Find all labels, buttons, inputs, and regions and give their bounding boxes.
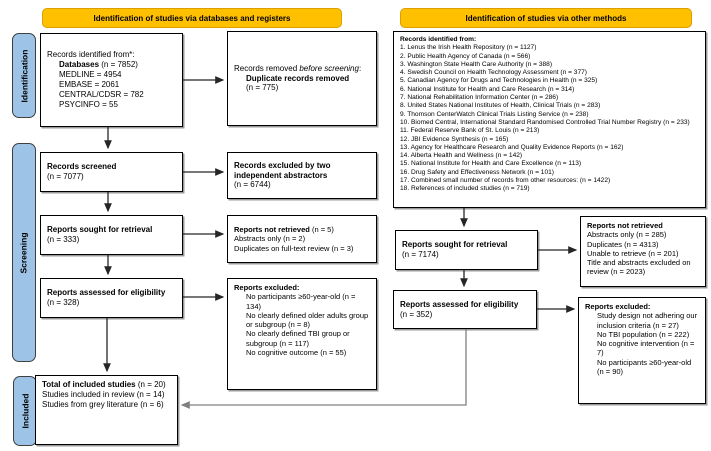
other-source-17: 17. Combined small number of records fro… [400, 177, 611, 185]
box-reports-sought-other: Reports sought for retrieval (n = 7174) [395, 230, 538, 270]
phase-included-label: Included [20, 393, 31, 429]
other-not-retrieved-title-abstracts-excluded: Title and abstracts excluded on review (… [587, 258, 691, 277]
other-not-retrieved-duplicates: Duplicates (n = 4313) [587, 239, 659, 249]
other-excluded-no-participants: No participants ≥60-year-old (n = 90) [597, 357, 692, 377]
other-source-10: 10. Biomed Central, International Standa… [400, 118, 690, 126]
box-reports-excluded-db: Reports excluded: No participants ≥60-ye… [227, 278, 377, 390]
header-other-label: Identification of studies via other meth… [465, 13, 627, 23]
reports-sought-db-title: Reports sought for retrieval [47, 225, 153, 235]
source-central-cdsr: CENTRAL/CDSR = 782 [59, 89, 144, 99]
records-identified-other-title: Records identified from: [400, 36, 477, 43]
records-identified-intro: Records identified from*: [47, 50, 135, 60]
phase-identification-label: Identification [19, 49, 30, 102]
other-excluded-study-design: Study design not adhering our inclusion … [597, 311, 698, 330]
box-records-excluded-abstractors: Records excluded by two independent abst… [227, 152, 377, 199]
other-source-1: 1. Lenus the Irish Health Repository (n … [400, 44, 537, 52]
other-excluded-no-intervention: No cognitive intervention (n = 7) [597, 339, 695, 358]
other-source-14: 14. Alberta Health and Wellness (n = 142… [400, 152, 523, 160]
phase-screening-label: Screening [19, 231, 30, 274]
other-source-4: 4. Swedish Council on Health Technology … [400, 69, 587, 77]
other-source-18: 18. References of included studies (n = … [400, 185, 530, 193]
studies-included-review: Studies included in review (n = 14) [42, 389, 165, 399]
other-source-13: 13. Agency for Healthcare Research and Q… [400, 143, 624, 151]
not-retrieved-abstracts-only: Abstracts only (n = 2) [234, 234, 306, 244]
source-psycinfo: PSYCINFO = 55 [59, 99, 118, 109]
other-source-16: 16. Drug Safety and Effectiveness Networ… [400, 168, 554, 176]
other-source-2: 2. Public Health Agency of Canada (n = 5… [400, 52, 531, 60]
box-reports-not-retrieved-other: Reports not retrieved Abstracts only (n … [580, 216, 706, 287]
records-identified-databases-line: Databases (n = 7852) [59, 60, 138, 70]
box-reports-assessed-other: Reports assessed for eligibility (n = 35… [393, 290, 537, 329]
reports-not-retrieved-db-title: Reports not retrieved (n = 5) [234, 225, 334, 235]
box-records-identified-other: Records identified from: 1. Lenus the Ir… [393, 31, 706, 208]
other-source-5: 5. Canadian Agency for Drugs and Technol… [400, 77, 598, 85]
other-source-3: 3. Washington State Health Care Authorit… [400, 60, 553, 68]
source-embase: EMBASE = 2061 [59, 80, 120, 89]
header-databases-registers: Identification of studies via databases … [42, 8, 342, 28]
phase-bar-identification: Identification [12, 33, 36, 118]
excluded-no-tbi-group: No clearly defined TBI group or subgroup… [246, 329, 350, 348]
reports-sought-db-count: (n = 333) [47, 235, 80, 244]
records-screened-title: Records screened [47, 162, 117, 172]
box-records-screened: Records screened (n = 7077) [40, 152, 183, 192]
other-source-12: 12. JBI Evidence Synthesis (n = 165) [400, 135, 509, 143]
excluded-no-older-adults-group: No clearly defined older adults group or… [246, 310, 369, 330]
reports-assessed-db-count: (n = 328) [47, 298, 80, 307]
excluded-no-cognitive-outcome: No cognitive outcome (n = 55) [246, 348, 347, 358]
reports-assessed-db-title: Reports assessed for eligibility [47, 288, 166, 298]
other-excluded-no-tbi: No TBI population (n = 222) [597, 329, 690, 339]
box-records-removed: Records removed before screening: Duplic… [227, 31, 377, 126]
records-excluded-count: (n = 6744) [234, 180, 271, 190]
other-source-7: 7. National Rehabilitation Information C… [400, 94, 559, 102]
header-other-methods: Identification of studies via other meth… [400, 8, 692, 28]
other-source-6: 6. National Institute for Health and Car… [400, 85, 575, 93]
reports-assessed-other-title: Reports assessed for eligibility [400, 299, 519, 309]
excluded-no-participants: No participants ≥60-year-old (n = 134) [246, 292, 356, 311]
reports-sought-other-title: Reports sought for retrieval [402, 240, 508, 250]
phase-bar-included: Included [13, 376, 37, 446]
header-databases-label: Identification of studies via databases … [93, 13, 291, 23]
box-reports-not-retrieved-db: Reports not retrieved (n = 5) Abstracts … [227, 215, 377, 263]
other-source-15: 15. National Institute for Health and Ca… [400, 160, 582, 168]
not-retrieved-duplicates: Duplicates on full-text review (n = 3) [234, 243, 354, 253]
reports-sought-other-count: (n = 7174) [402, 250, 439, 259]
other-source-9: 9. Thomson CenterWatch Clinical Trials L… [400, 110, 589, 118]
box-reports-sought-db: Reports sought for retrieval (n = 333) [40, 215, 183, 255]
box-reports-assessed-db: Reports assessed for eligibility (n = 32… [40, 278, 183, 318]
reports-not-retrieved-other-title: Reports not retrieved [587, 221, 663, 230]
other-source-11: 11. Federal Reserve Bank of St. Louis (n… [400, 127, 540, 135]
reports-assessed-other-count: (n = 352) [400, 309, 433, 319]
studies-grey-literature: Studies from grey literature (n = 6) [42, 399, 164, 409]
reports-excluded-db-title: Reports excluded: [234, 283, 300, 292]
other-not-retrieved-unable: Unable to retrieve (n = 201) [587, 248, 679, 258]
phase-bar-screening: Screening [12, 143, 36, 362]
box-total-included: Total of included studies (n = 20) Studi… [35, 375, 178, 445]
records-screened-count: (n = 7077) [47, 172, 84, 181]
duplicate-records-removed: Duplicate records removed [246, 73, 350, 83]
records-excluded-title: Records excluded by two independent abst… [234, 160, 331, 180]
box-records-identified-databases: Records identified from*: Databases (n =… [40, 33, 183, 127]
records-removed-title: Records removed before screening: [234, 63, 362, 73]
other-source-8: 8. United States National Institutes of … [400, 102, 601, 110]
total-included-title: Total of included studies (n = 20) [42, 380, 166, 389]
box-reports-excluded-other: Reports excluded: Study design not adher… [578, 297, 706, 404]
other-not-retrieved-abstracts: Abstracts only (n = 285) [587, 230, 667, 240]
reports-excluded-other-title: Reports excluded: [585, 302, 651, 311]
duplicate-records-count: (n = 775) [246, 83, 279, 93]
source-medline: MEDLINE = 4954 [59, 70, 122, 80]
